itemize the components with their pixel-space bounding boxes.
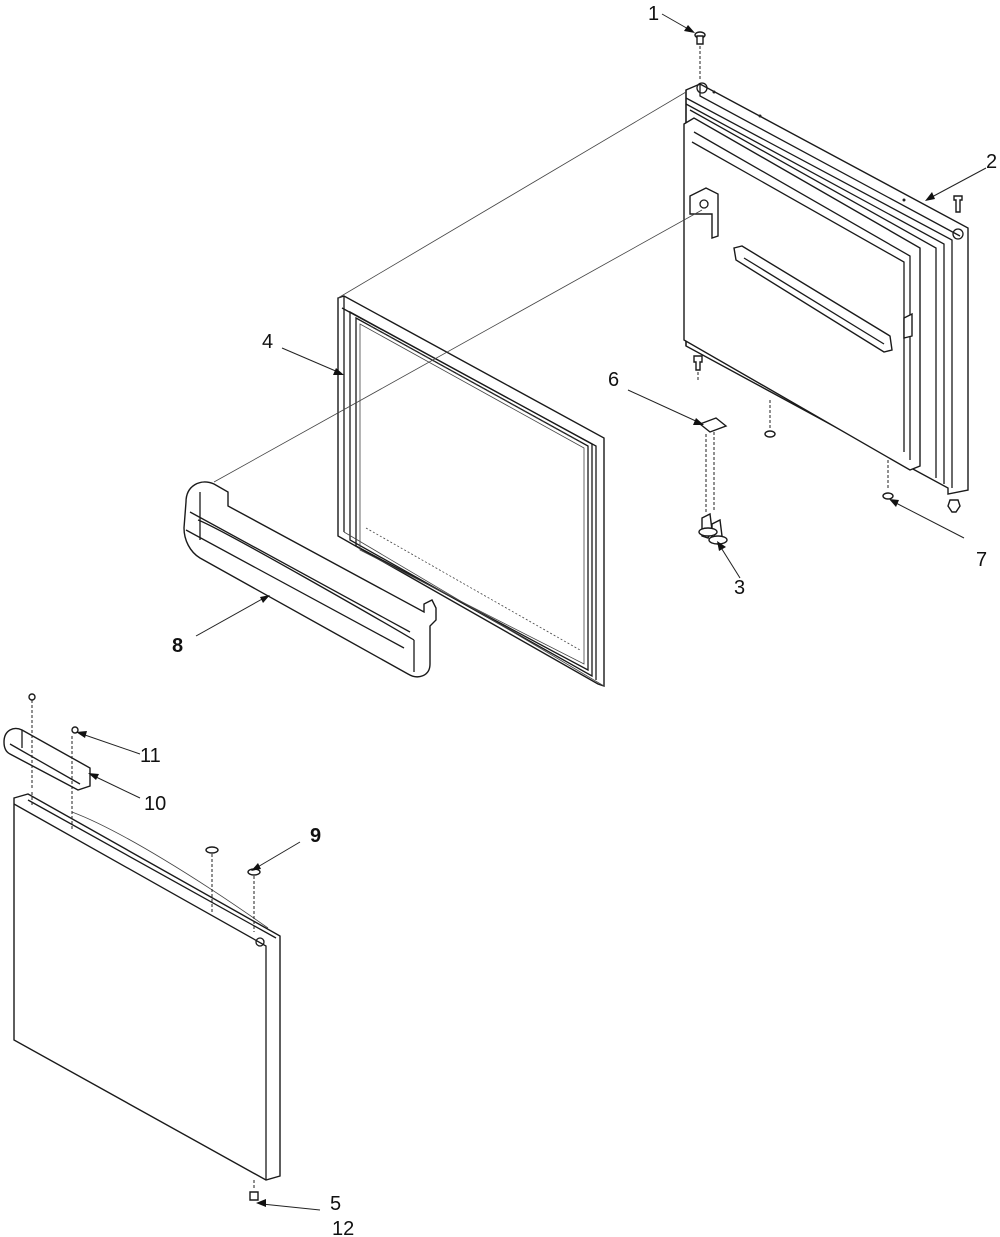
screw-part-1 xyxy=(694,31,706,80)
washer-part-7 xyxy=(882,460,894,500)
hinge-pins-part-3 xyxy=(698,512,728,545)
alignment-lines xyxy=(213,91,703,687)
screw-bottom-right xyxy=(947,499,961,513)
callout-11: 11 xyxy=(140,745,161,767)
callout-4: 4 xyxy=(262,331,273,353)
callout-7: 7 xyxy=(976,549,987,571)
door-gasket-part-4 xyxy=(337,295,605,687)
callout-2: 2 xyxy=(986,151,997,173)
door-bin-part-8 xyxy=(183,481,437,678)
upper-door-assembly xyxy=(683,82,969,495)
callout-labels: 1 2 3 4 5 6 7 8 9 10 11 12 xyxy=(140,3,997,1237)
callout-9: 9 xyxy=(310,825,321,847)
callout-6: 6 xyxy=(608,369,619,391)
callout-8: 8 xyxy=(172,635,183,657)
screw-bottom-left-small xyxy=(693,355,703,382)
callout-leaders xyxy=(76,13,987,1211)
callout-10: 10 xyxy=(144,793,166,815)
callout-5: 5 xyxy=(330,1193,341,1215)
screw-top-right xyxy=(953,195,963,213)
callout-12: 12 xyxy=(332,1218,354,1237)
callout-1: 1 xyxy=(648,3,659,25)
hinge-bracket-part-6 xyxy=(698,417,728,514)
screw-part-5 xyxy=(249,1180,259,1201)
drawer-handle-part-10 xyxy=(3,700,91,830)
callout-3: 3 xyxy=(734,577,745,599)
washer-middle xyxy=(764,400,776,438)
screw-part-11 xyxy=(28,693,79,734)
drawer-front-part-9 xyxy=(13,793,281,1181)
